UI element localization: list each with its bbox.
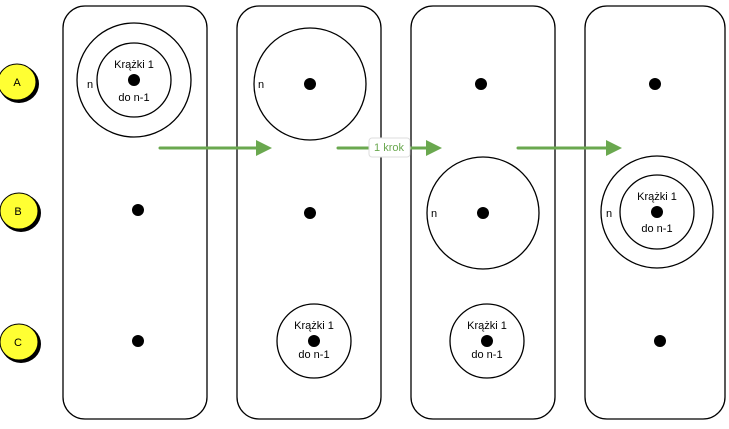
disk-n bbox=[426, 156, 540, 270]
arrow-1 bbox=[158, 140, 272, 156]
peg-a bbox=[649, 78, 661, 90]
peg-c bbox=[308, 335, 320, 347]
small-disks-label-line1: Krążki 1 bbox=[467, 320, 507, 332]
peg-a bbox=[128, 74, 140, 86]
disk-n-label: n bbox=[258, 79, 264, 91]
disk-n-label: n bbox=[87, 79, 93, 91]
peg-c bbox=[481, 335, 493, 347]
row-badge-a: A bbox=[0, 63, 39, 103]
arrow-head-icon bbox=[426, 140, 442, 156]
peg-a bbox=[304, 78, 316, 90]
disk-n bbox=[253, 27, 367, 141]
disks-1-to-n-1 bbox=[96, 42, 172, 118]
row-label-b: B bbox=[14, 206, 21, 218]
disks-1-to-n-1 bbox=[619, 174, 695, 250]
small-disks-label-line2: do n-1 bbox=[118, 92, 149, 104]
arrow-2: 1 krok bbox=[336, 137, 442, 158]
peg-c bbox=[654, 335, 666, 347]
disks-1-to-n-1 bbox=[276, 303, 352, 379]
arrow-head-icon bbox=[606, 140, 622, 156]
small-disks-label-line1: Krążki 1 bbox=[637, 191, 677, 203]
row-label-c: C bbox=[14, 337, 22, 349]
disk-n bbox=[76, 22, 192, 138]
disks-1-to-n-1 bbox=[449, 303, 525, 379]
peg-b bbox=[477, 207, 489, 219]
peg-b bbox=[132, 204, 144, 216]
small-disks-label-line2: do n-1 bbox=[641, 223, 672, 235]
disk-n-label: n bbox=[431, 208, 437, 220]
disk-n bbox=[600, 155, 714, 269]
state-panel-1: n Krążki 1 do n-1 bbox=[62, 5, 208, 420]
peg-a bbox=[475, 78, 487, 90]
small-disks-label-line1: Krążki 1 bbox=[114, 59, 154, 71]
peg-b bbox=[651, 206, 663, 218]
arrow-head-icon bbox=[256, 140, 272, 156]
row-label-a: A bbox=[13, 77, 21, 89]
arrow-label-box bbox=[368, 137, 411, 158]
peg-c bbox=[132, 335, 144, 347]
row-badge-c: C bbox=[0, 323, 41, 363]
small-disks-label-line2: do n-1 bbox=[471, 349, 502, 361]
peg-b bbox=[304, 207, 316, 219]
row-badge-b: B bbox=[0, 192, 41, 232]
state-panel-2: n Krążki 1 do n-1 bbox=[236, 5, 382, 420]
arrow-label: 1 krok bbox=[374, 142, 404, 154]
state-panel-3: n Krążki 1 do n-1 bbox=[410, 5, 556, 420]
small-disks-label-line2: do n-1 bbox=[298, 349, 329, 361]
small-disks-label-line1: Krążki 1 bbox=[294, 320, 334, 332]
state-panel-4: n Krążki 1 do n-1 bbox=[584, 5, 726, 420]
disk-n-label: n bbox=[606, 208, 612, 220]
arrow-3 bbox=[516, 140, 622, 156]
